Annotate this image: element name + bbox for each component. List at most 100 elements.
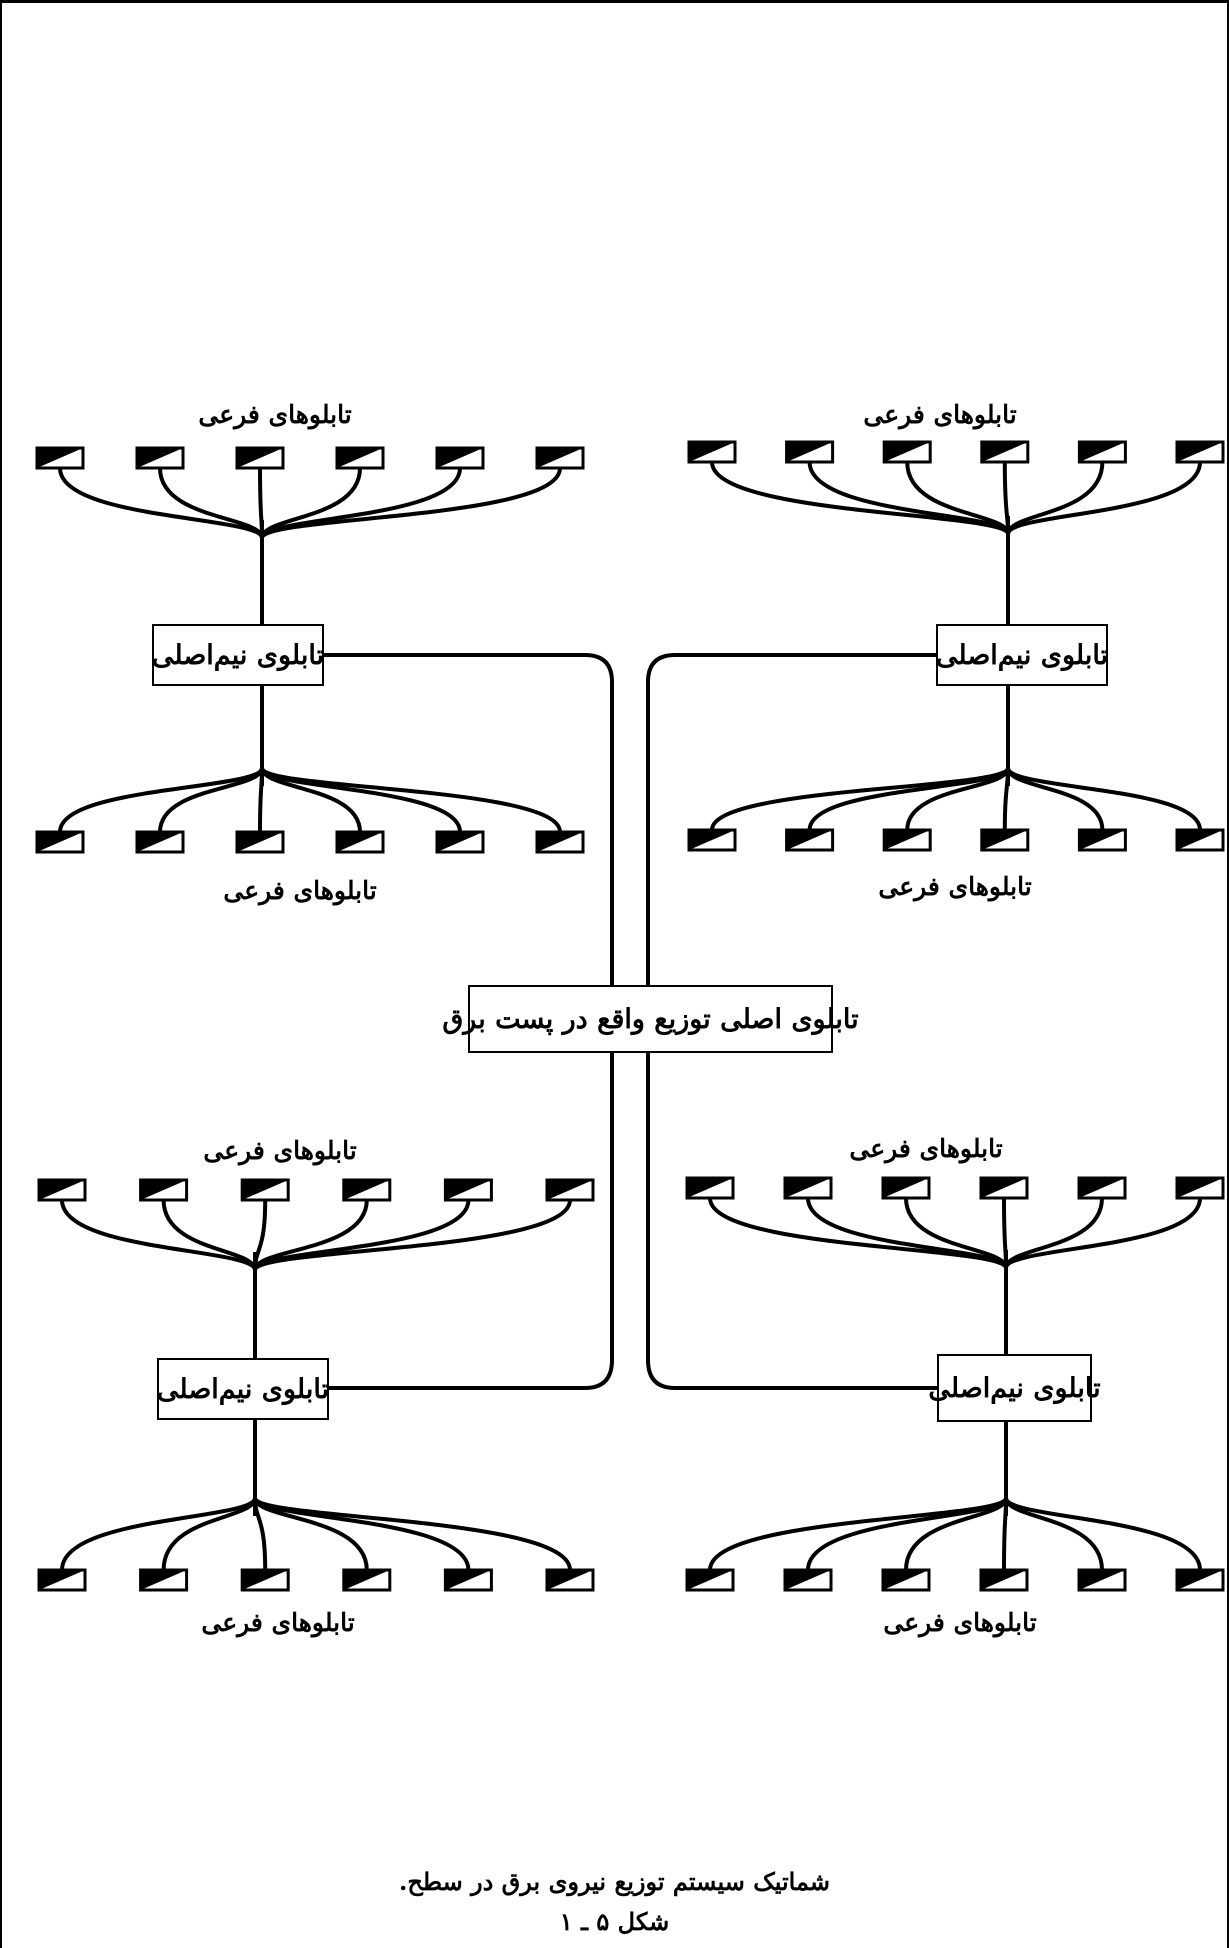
sub-panel-top-left-lower-2 [135,830,185,854]
sub-panel-top-right-upper-3 [882,440,932,464]
page-border-left [0,0,2,1948]
branch-top-right-upper-4 [1002,461,1010,535]
sub-panel-top-left-upper-4 [335,446,385,470]
sub-panel-top-right-upper-6 [1175,440,1225,464]
sub-panel-bottom-right-lower-5 [1077,1568,1127,1592]
sub-panel-top-left-lower-6 [535,830,585,854]
sub-panels-label-bottom-right-lower: تابلوهای فرعی [883,1608,1037,1637]
semi-main-panel-top-right: تابلوی نیم‌اصلی [936,624,1108,686]
sub-panel-top-right-upper-5 [1077,440,1127,464]
sub-panel-top-right-lower-5 [1077,828,1127,852]
sub-panel-top-left-lower-3 [235,830,285,854]
branch-top-left-lower-6 [260,766,562,833]
sub-panels-label-top-left-lower: تابلوهای فرعی [223,876,377,905]
sub-panel-bottom-left-upper-4 [342,1178,392,1202]
branch-top-left-lower-3 [258,767,264,833]
sub-panels-label-bottom-left-upper: تابلوهای فرعی [203,1136,357,1165]
sub-panel-bottom-right-lower-1 [685,1568,735,1592]
sub-panel-top-left-lower-4 [335,830,385,854]
sub-panel-bottom-right-upper-6 [1175,1176,1225,1200]
branch-top-right-upper-3 [905,461,1010,535]
semi-main-panel-label: تابلوی نیم‌اصلی [935,639,1109,671]
sub-panel-bottom-right-lower-4 [979,1568,1029,1592]
branch-bottom-left-lower-1 [60,1497,257,1571]
branch-top-left-upper-1 [58,467,264,539]
branch-bottom-left-lower-2 [161,1497,257,1571]
branch-top-right-lower-3 [905,767,1010,831]
sub-panel-top-right-lower-1 [687,828,737,852]
branch-bottom-right-upper-4 [1002,1197,1008,1269]
sub-panel-bottom-left-lower-5 [443,1568,493,1592]
branch-top-left-upper-3 [258,467,264,539]
sub-panel-top-right-lower-2 [785,828,835,852]
sub-panel-bottom-left-upper-1 [37,1178,87,1202]
semi-main-panel-top-left: تابلوی نیم‌اصلی [152,624,324,686]
sub-panel-bottom-left-lower-2 [139,1568,189,1592]
branch-top-right-lower-6 [1006,767,1202,831]
branch-bottom-right-lower-6 [1004,1497,1202,1571]
sub-panel-bottom-right-lower-3 [881,1568,931,1592]
main-distribution-panel: تابلوی اصلی توزیع واقع در پست برق [442,985,859,1053]
branch-top-left-upper-6 [260,467,562,540]
sub-panel-bottom-right-lower-6 [1175,1568,1225,1592]
semi-main-panel-label: تابلوی نیم‌اصلی [156,1373,330,1405]
sub-panel-bottom-left-upper-6 [545,1178,595,1202]
figure-caption: شماتیک سیستم توزیع نیروی برق در سطح. [399,1867,830,1896]
branch-bottom-left-lower-3 [253,1497,268,1571]
branch-top-left-upper-2 [158,467,264,539]
sub-panel-bottom-right-upper-2 [783,1176,833,1200]
sub-panel-top-right-upper-2 [785,440,835,464]
sub-panel-bottom-right-upper-4 [979,1176,1029,1200]
sub-panel-bottom-left-lower-1 [37,1568,87,1592]
sub-panels-label-top-right-upper: تابلوهای فرعی [863,400,1017,429]
branch-bottom-left-upper-1 [60,1199,257,1271]
sub-panel-top-right-lower-3 [882,828,932,852]
branch-bottom-right-upper-2 [806,1197,1008,1269]
sub-panels-label-top-left-upper: تابلوهای فرعی [198,400,352,429]
branch-bottom-right-upper-6 [1004,1197,1202,1269]
sub-panel-bottom-right-upper-5 [1077,1176,1127,1200]
branch-bottom-left-upper-2 [161,1199,257,1271]
page-border-right [1227,0,1229,1948]
semi-main-panel-bottom-left: تابلوی نیم‌اصلی [157,1358,329,1420]
sub-panels-label-bottom-right-upper: تابلوهای فرعی [849,1134,1003,1163]
branch-bottom-right-lower-4 [1002,1497,1008,1571]
sub-panel-bottom-left-upper-5 [443,1178,493,1202]
branch-top-right-lower-2 [807,767,1010,831]
branch-bottom-left-lower-6 [253,1496,572,1571]
figure-number: شکل ۵ ـ ۱ [559,1907,670,1936]
sub-panel-top-left-upper-1 [35,446,85,470]
branch-bottom-right-lower-3 [904,1497,1008,1571]
branch-top-right-upper-2 [807,461,1010,535]
sub-panels-label-top-right-lower: تابلوهای فرعی [878,872,1032,901]
main-distribution-panel-label: تابلوی اصلی توزیع واقع در پست برق [442,1003,859,1035]
sub-panel-bottom-left-lower-3 [240,1568,290,1592]
branch-top-left-lower-1 [58,767,264,833]
branch-bottom-left-upper-6 [253,1199,572,1272]
sub-panel-top-left-upper-6 [535,446,585,470]
sub-panel-top-right-lower-6 [1175,828,1225,852]
semi-main-panel-bottom-right: تابلوی نیم‌اصلی [928,1354,1101,1422]
branch-bottom-right-lower-2 [806,1497,1008,1571]
sub-panel-bottom-left-upper-3 [240,1178,290,1202]
sub-panel-top-left-upper-5 [435,446,485,470]
semi-main-panel-label: تابلوی نیم‌اصلی [151,639,325,671]
branch-bottom-right-upper-3 [904,1197,1008,1269]
branch-top-right-upper-6 [1006,461,1202,535]
branch-top-left-lower-2 [158,767,264,833]
branch-top-right-lower-4 [1002,767,1010,831]
sub-panel-top-left-upper-3 [235,446,285,470]
sub-panel-bottom-right-lower-2 [783,1568,833,1592]
sub-panel-top-right-upper-1 [687,440,737,464]
branch-bottom-left-upper-3 [253,1199,268,1271]
sub-panel-bottom-right-upper-3 [881,1176,931,1200]
sub-panels-label-bottom-left-lower: تابلوهای فرعی [201,1608,355,1637]
sub-panel-top-right-lower-4 [980,828,1030,852]
sub-panel-bottom-left-lower-6 [545,1568,595,1592]
page-border-top [0,0,1229,3]
sub-panel-bottom-right-upper-1 [685,1176,735,1200]
sub-panel-top-left-upper-2 [135,446,185,470]
sub-panel-top-right-upper-4 [980,440,1030,464]
